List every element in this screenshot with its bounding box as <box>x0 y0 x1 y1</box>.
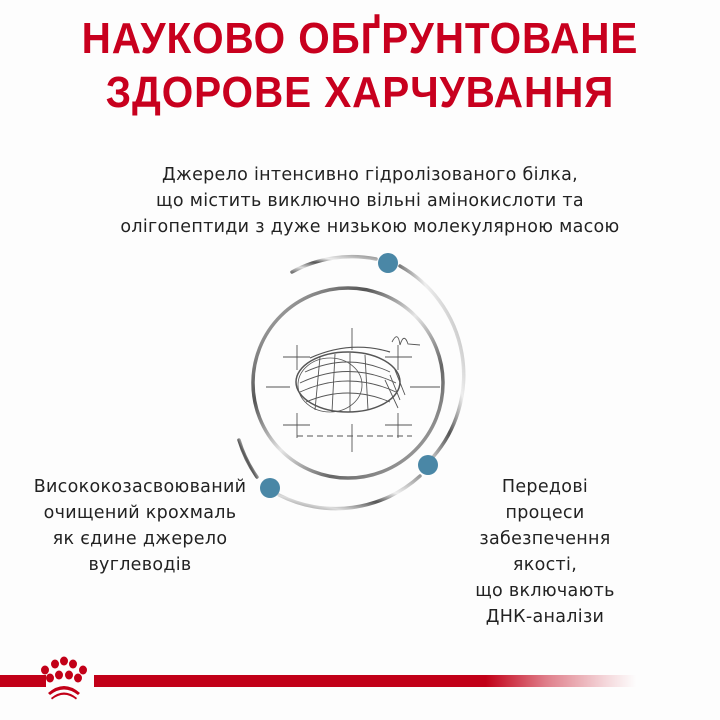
royal-crown-logo-icon <box>41 656 87 700</box>
feature-line: вуглеводів <box>88 555 192 575</box>
dot-top-icon <box>378 253 398 273</box>
feature-line: як єдине джерело <box>52 529 228 549</box>
footer-bar-right <box>94 675 486 687</box>
dot-left-icon <box>260 478 280 498</box>
feature-line: Джерело інтенсивно гідролізованого білка… <box>162 165 578 185</box>
feature-starch-text: Висококозасвоюваний очищений крохмаль як… <box>20 474 260 578</box>
feature-line: забезпечення <box>479 529 611 549</box>
feature-line: очищений крохмаль <box>43 503 237 523</box>
feature-line: що містить виключно вільні амінокислоти … <box>156 191 584 211</box>
feature-line: Висококозасвоюваний <box>33 477 247 497</box>
inner-ring <box>251 286 445 480</box>
footer-bar-left <box>0 675 46 687</box>
outer-ring <box>237 254 466 511</box>
feature-quality-text: Передові процеси забезпечення якості, що… <box>470 474 620 630</box>
feature-line: якості, <box>512 555 578 575</box>
kibble-sketch-icon <box>266 328 440 452</box>
feature-protein-text: Джерело інтенсивно гідролізованого білка… <box>110 162 630 240</box>
page-title: НАУКОВО ОБҐРУНТОВАНЕ ЗДОРОВЕ ХАРЧУВАННЯ <box>29 12 691 120</box>
title-line-2: ЗДОРОВЕ ХАРЧУВАННЯ <box>105 68 615 117</box>
feature-line: ДНК-аналізи <box>485 607 605 627</box>
feature-line: Передові процеси <box>501 477 589 523</box>
feature-line: що включають <box>475 581 615 601</box>
title-line-1: НАУКОВО ОБҐРУНТОВАНЕ <box>81 14 639 63</box>
dot-right-icon <box>418 455 438 475</box>
footer-bar-fade <box>486 675 636 687</box>
feature-line: олігопептиди з дуже низькою молекулярною… <box>120 217 620 237</box>
